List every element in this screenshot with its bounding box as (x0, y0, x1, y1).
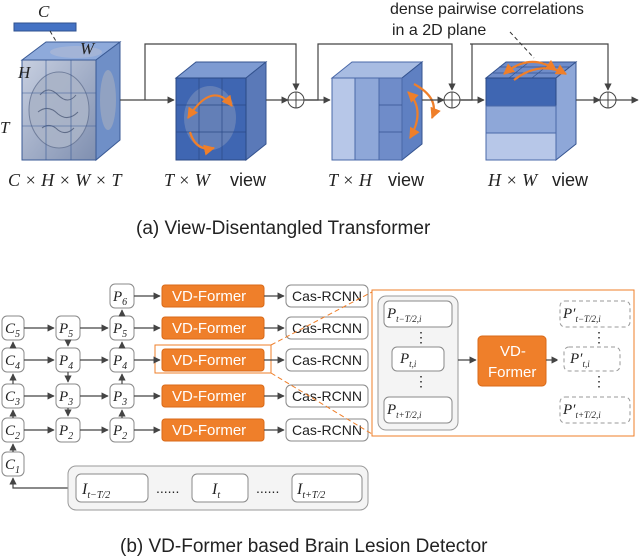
view-hxw-cube (484, 59, 578, 162)
view-txw-cube (174, 60, 268, 162)
detail-input-last: Pt+T/2,i (383, 396, 453, 424)
detail-vdformer-block: VD- Former (477, 335, 547, 387)
vdformer-row-p5: VD-Former Cas-RCNN (134, 316, 369, 340)
detail-input-dots-1: ⋮ (414, 329, 428, 345)
input-volume-cube (20, 41, 122, 162)
channel-bar (13, 22, 77, 32)
out-p5: P5 (109, 315, 135, 341)
input-frame-sequence: It−T/2 ...... It ...... It+T/2 (67, 465, 369, 511)
dim-h-label: H (17, 63, 32, 82)
input-to-backbone (9, 477, 68, 489)
view-3-word: view (552, 170, 589, 190)
volume-size-label: C × H × W × T (8, 170, 123, 190)
svg-text:Cas-RCNN: Cas-RCNN (292, 352, 362, 368)
detail-output-dots-1: ⋮ (592, 329, 606, 345)
out-p4: P4 (109, 347, 135, 373)
detail-panel: Pt−T/2,i ⋮ Pt,i ⋮ Pt+T/2,i VD- Former (371, 289, 635, 437)
view-2-word: view (388, 170, 425, 190)
svg-text:VD-Former: VD-Former (172, 320, 246, 337)
backbone-c1: C1 (1, 451, 25, 477)
view-1-math: T × W (164, 170, 212, 190)
view-txh-cube (330, 60, 441, 162)
mid-p4: P4 (55, 347, 81, 373)
panel-b: C5 C4 C3 C2 C1 P5 P4 (1, 283, 635, 557)
view-3-math: H × W (487, 170, 539, 190)
svg-text:VD-Former: VD-Former (172, 388, 246, 405)
out-p6: P6 (109, 283, 135, 309)
vdformer-row-p2: VD-Former Cas-RCNN (134, 418, 369, 442)
detail-output-dots-2: ⋮ (592, 373, 606, 389)
detail-output-last: P′t+T/2,i (559, 396, 631, 424)
input-frame-last: It+T/2 (291, 473, 363, 503)
backbone-c2: C2 (1, 417, 25, 443)
dim-t-label: T (0, 118, 11, 137)
caption-b: (b) VD-Former based Brain Lesion Detecto… (120, 536, 488, 557)
svg-text:It: It (211, 481, 220, 501)
svg-text:Cas-RCNN: Cas-RCNN (292, 288, 362, 304)
detail-input-mid: Pt,i (391, 346, 445, 372)
vdformer-row-p4: VD-Former Cas-RCNN (134, 344, 369, 374)
zoom-guide-bottom (270, 372, 373, 435)
mid-p2: P2 (55, 417, 81, 443)
vdformer-row-p3: VD-Former Cas-RCNN (134, 384, 369, 408)
input-frame-first: It−T/2 (75, 473, 149, 503)
caption-a: (a) View-Disentangled Transformer (136, 218, 431, 239)
backbone-c4: C4 (1, 347, 25, 373)
view-2-math: T × H (328, 170, 373, 190)
input-frame-current: It (191, 473, 249, 503)
mid-p5: P5 (55, 315, 81, 341)
vdformer-row-p6: VD-Former Cas-RCNN (134, 284, 369, 308)
dim-w-label: W (80, 39, 96, 58)
mid-p3: P3 (55, 383, 81, 409)
svg-text:Cas-RCNN: Cas-RCNN (292, 388, 362, 404)
annotation-line-1: dense pairwise correlations (390, 1, 584, 18)
svg-text:VD-Former: VD-Former (172, 288, 246, 305)
view-1-word: view (230, 170, 267, 190)
backbone-c3: C3 (1, 383, 25, 409)
svg-text:Cas-RCNN: Cas-RCNN (292, 422, 362, 438)
svg-text:VD-: VD- (500, 343, 526, 360)
dim-c-label: C (38, 2, 50, 21)
zoom-guide-top (270, 291, 373, 346)
input-ellipsis-2: ...... (256, 480, 279, 496)
input-ellipsis-1: ...... (156, 480, 179, 496)
detail-input-dots-2: ⋮ (414, 373, 428, 389)
out-p2: P2 (109, 417, 135, 443)
svg-text:Cas-RCNN: Cas-RCNN (292, 320, 362, 336)
detail-output-first: P′t−T/2,i (559, 300, 631, 328)
svg-text:VD-Former: VD-Former (172, 422, 246, 439)
out-p3: P3 (109, 383, 135, 409)
annotation-line-2: in a 2D plane (392, 22, 486, 39)
backbone-c5: C5 (1, 315, 25, 341)
panel-a: C H W T C × H × W × T (0, 1, 639, 239)
svg-text:Former: Former (488, 364, 536, 381)
annotation-leader (509, 31, 535, 59)
detail-output-mid: P′t,i (563, 346, 621, 372)
skip-connection-1 (144, 43, 300, 100)
svg-text:VD-Former: VD-Former (172, 352, 246, 369)
detail-input-first: Pt−T/2,i (383, 300, 453, 328)
